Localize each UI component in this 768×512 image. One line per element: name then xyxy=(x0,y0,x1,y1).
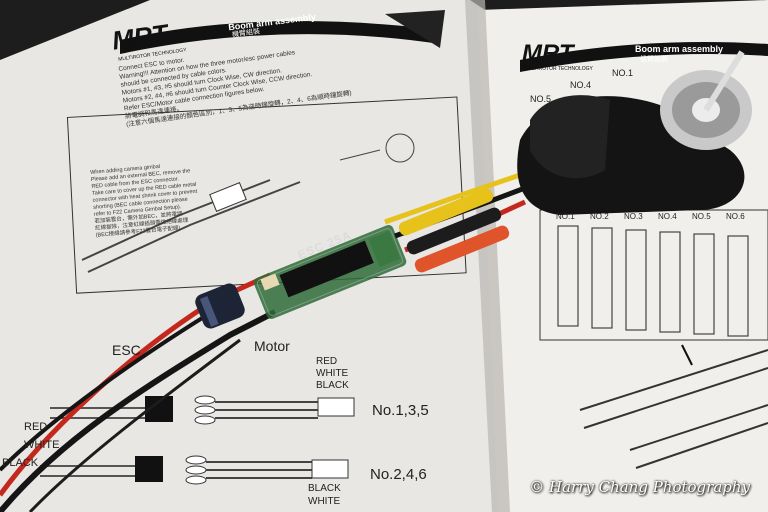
left-header-swoosh xyxy=(120,21,440,54)
right-logo-subtitle: MULTIROTOR TECHNOLOGY xyxy=(524,66,593,72)
connector-bottom-plug xyxy=(135,456,163,482)
cable-color-label: BLACK xyxy=(308,483,341,494)
motor-label: NO.2 xyxy=(590,212,609,221)
gimbal-note: When adding camera gimbal Please add an … xyxy=(90,161,201,240)
motor-label: NO.3 xyxy=(624,212,643,221)
top-motor-label-1: NO.1 xyxy=(612,68,634,78)
bullet-connector-sleeves xyxy=(398,188,510,273)
left-manual-page xyxy=(0,0,520,512)
yellow-motor-wire xyxy=(384,172,521,225)
bullet-connectors-top xyxy=(194,395,216,425)
cable-colors-top: RED WHITE BLACK xyxy=(316,356,349,392)
cable-color-label: WHITE xyxy=(316,368,349,379)
right-motor-columns xyxy=(557,225,749,337)
motor-label: NO.4 xyxy=(658,212,677,221)
right-header-swoosh xyxy=(520,42,768,72)
motor-group-top: No.1,3,5 xyxy=(372,402,429,419)
right-page-title-cn: 機臂組裝 xyxy=(640,56,668,63)
bullet-connectors-bottom xyxy=(185,455,207,485)
book-spine xyxy=(465,0,510,512)
motor-label: NO.6 xyxy=(726,212,745,221)
cable-color-label: WHITE xyxy=(24,439,60,451)
cable-color-label: RED xyxy=(24,421,48,433)
motor-label: NO.5 xyxy=(692,212,711,221)
cable-colors-bottom: BLACK WHITE xyxy=(308,482,341,508)
cable-color-label: BLACK xyxy=(2,457,39,469)
cable-color-label: WHITE xyxy=(308,496,341,507)
top-motor-label-4: NO.4 xyxy=(570,80,592,90)
top-motor-label-5: NO.5 xyxy=(530,94,552,104)
label-esc: ESC xyxy=(112,342,141,358)
cable-color-label: RED xyxy=(316,356,338,367)
black-power-wire xyxy=(0,309,277,512)
right-logo: MRT xyxy=(522,40,574,67)
right-page-title: Boom arm assembly xyxy=(635,44,724,54)
motor-shaft xyxy=(703,50,745,112)
photo-credit: © Harry Chang Photography xyxy=(529,478,750,496)
cable-colors-left: RED WHITE BLACK xyxy=(2,418,59,472)
label-motor: Motor xyxy=(254,338,290,354)
esc-capacitor xyxy=(195,283,245,329)
esc-module xyxy=(253,225,407,319)
motor-label: NO.1 xyxy=(556,212,575,221)
cable-color-label: BLACK xyxy=(316,380,349,391)
motor-group-bottom: No.2,4,6 xyxy=(370,466,427,483)
